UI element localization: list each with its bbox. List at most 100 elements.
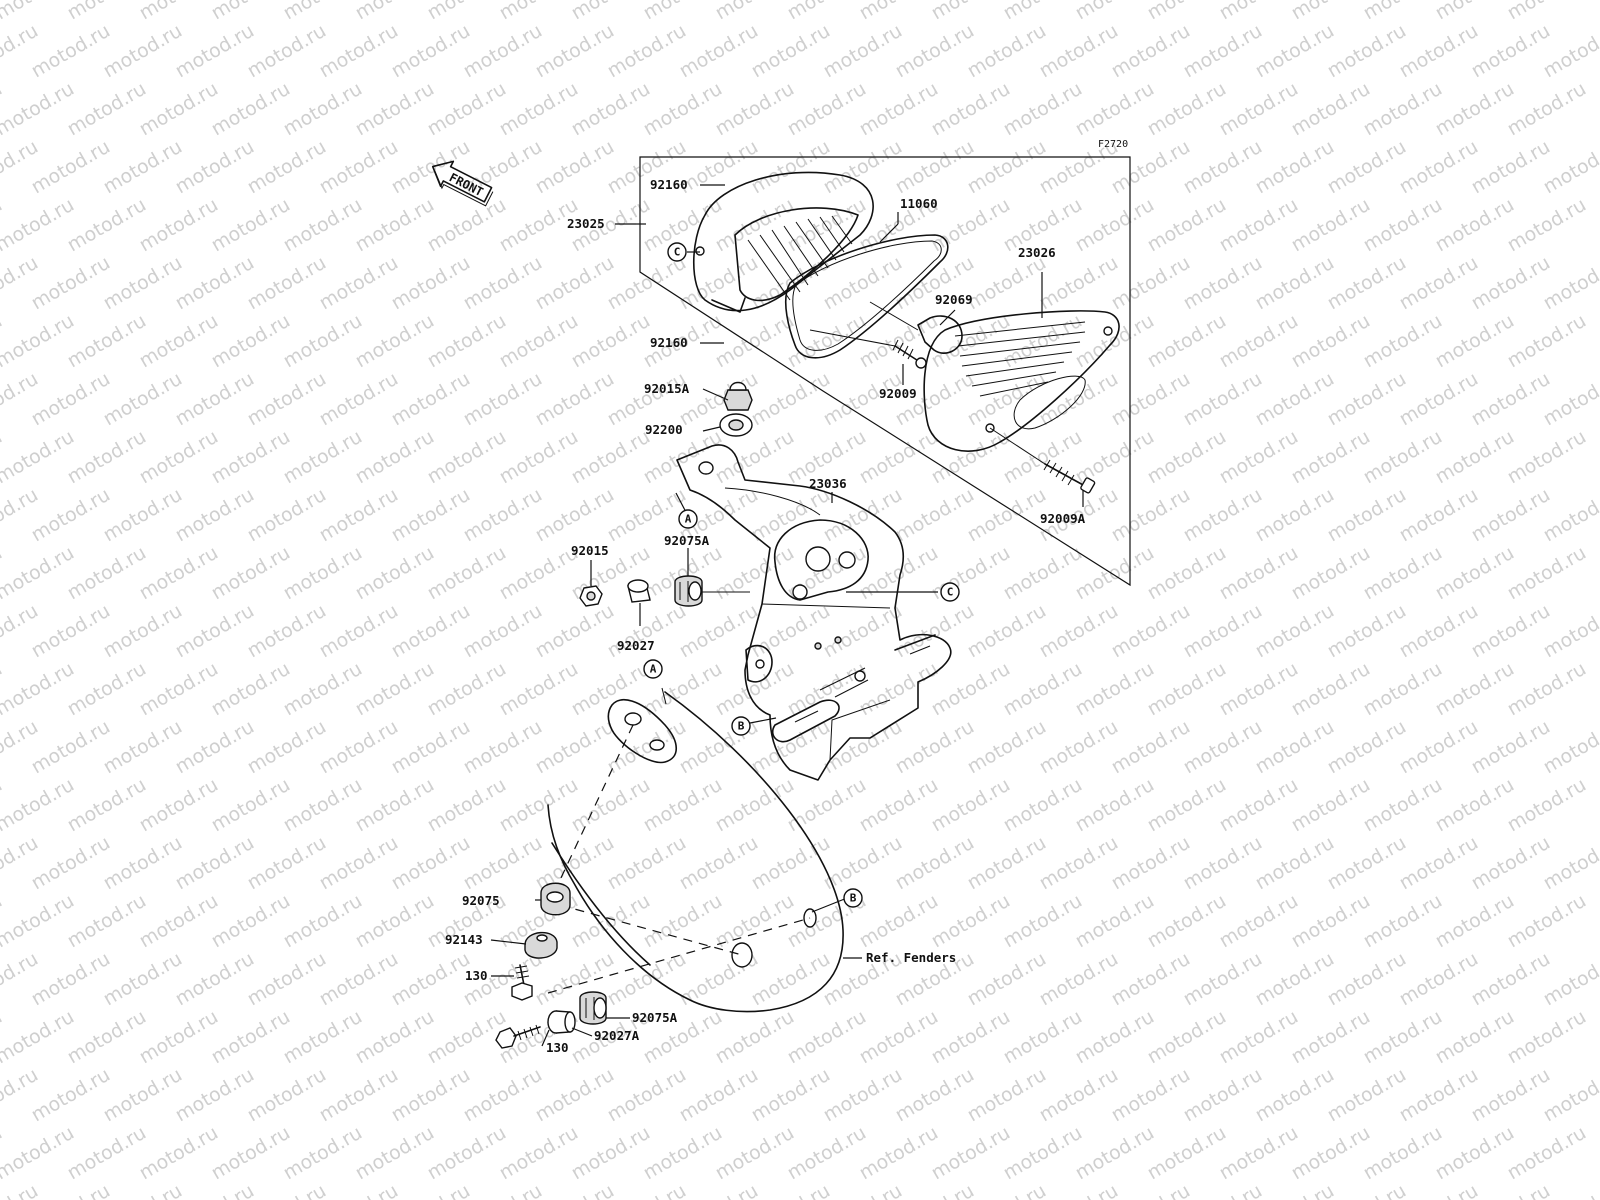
watermark-text: motod.ru bbox=[388, 832, 474, 895]
watermark-text: motod.ru bbox=[460, 716, 546, 779]
watermark-text: motod.ru bbox=[712, 542, 798, 605]
watermark-text: motod.ru bbox=[964, 832, 1050, 895]
watermark-text: motod.ru bbox=[1252, 484, 1338, 547]
watermark-text: motod.ru bbox=[1216, 890, 1302, 953]
watermark-text: motod.ru bbox=[1504, 1006, 1590, 1069]
watermark-text: motod.ru bbox=[1468, 252, 1554, 315]
watermark-text: motod.ru bbox=[1504, 658, 1590, 721]
watermark-text: motod.ru bbox=[172, 136, 258, 199]
watermark-text: motod.ru bbox=[388, 948, 474, 1011]
watermark-text: motod.ru bbox=[604, 948, 690, 1011]
watermark-text: motod.ru bbox=[1144, 890, 1230, 953]
watermark-text: motod.ru bbox=[172, 600, 258, 663]
watermark-text: motod.ru bbox=[316, 600, 402, 663]
watermark-text: motod.ru bbox=[172, 20, 258, 83]
watermark-text: motod.ru bbox=[1108, 484, 1194, 547]
watermark-text: motod.ru bbox=[100, 948, 186, 1011]
bolt-130-upper bbox=[511, 964, 533, 1001]
watermark-text: motod.ru bbox=[28, 136, 114, 199]
watermark-text: motod.ru bbox=[1468, 600, 1554, 663]
watermark-text: motod.ru bbox=[0, 1122, 78, 1185]
watermark-text: motod.ru bbox=[244, 136, 330, 199]
watermark-text: motod.ru bbox=[964, 716, 1050, 779]
watermark-text: motod.ru bbox=[1108, 368, 1194, 431]
watermark-text: motod.ru bbox=[748, 368, 834, 431]
watermark-text: motod.ru bbox=[964, 252, 1050, 315]
watermark-text: motod.ru bbox=[820, 716, 906, 779]
watermark-text: motod.ru bbox=[0, 890, 78, 953]
watermark-text: motod.ru bbox=[316, 716, 402, 779]
watermark-text: motod.ru bbox=[1144, 1122, 1230, 1185]
label-92160-top: 92160 bbox=[650, 177, 688, 192]
watermark-text: motod.ru bbox=[748, 832, 834, 895]
watermark-text: motod.ru bbox=[136, 890, 222, 953]
watermark-text: motod.ru bbox=[1540, 368, 1600, 431]
label-130-lower: 130 bbox=[546, 1040, 569, 1055]
watermark-text: motod.ru bbox=[460, 1064, 546, 1127]
watermark-text: motod.ru bbox=[1468, 1064, 1554, 1127]
watermark-text: motod.ru bbox=[820, 600, 906, 663]
watermark-text: motod.ru bbox=[1432, 542, 1518, 605]
watermark-text: motod.ru bbox=[1468, 136, 1554, 199]
watermark-text: motod.ru bbox=[424, 658, 510, 721]
ref-letter: A bbox=[650, 663, 657, 676]
watermark-text: motod.ru bbox=[856, 426, 942, 489]
watermark-text: motod.ru bbox=[136, 426, 222, 489]
watermark-text: motod.ru bbox=[1144, 1006, 1230, 1069]
watermark-text: motod.ru bbox=[1288, 426, 1374, 489]
watermark-text: motod.ru bbox=[1396, 20, 1482, 83]
watermark-text: motod.ru bbox=[280, 890, 366, 953]
watermark-text: motod.ru bbox=[1216, 1006, 1302, 1069]
ref-marker-c-bracket: C bbox=[940, 582, 960, 602]
watermark-text: motod.ru bbox=[1252, 368, 1338, 431]
watermark-text: motod.ru bbox=[784, 310, 870, 373]
watermark-text: motod.ru bbox=[100, 600, 186, 663]
watermark-text: motod.ru bbox=[1288, 658, 1374, 721]
watermark-text: motod.ru bbox=[1504, 774, 1590, 837]
acorn-nut bbox=[723, 381, 753, 411]
watermark-text: motod.ru bbox=[676, 832, 762, 895]
watermark-text: motod.ru bbox=[1540, 136, 1600, 199]
watermark-text: motod.ru bbox=[568, 310, 654, 373]
watermark-text: motod.ru bbox=[100, 1064, 186, 1127]
watermark-text: motod.ru bbox=[568, 78, 654, 141]
watermark-text: motod.ru bbox=[1504, 1122, 1590, 1185]
watermark-text: motod.ru bbox=[1360, 194, 1446, 257]
watermark-text: motod.ru bbox=[208, 1122, 294, 1185]
watermark-text: motod.ru bbox=[1468, 948, 1554, 1011]
watermark-text: motod.ru bbox=[892, 600, 978, 663]
watermark-text: motod.ru bbox=[244, 20, 330, 83]
watermark-text: motod.ru bbox=[1072, 658, 1158, 721]
collar-92027 bbox=[627, 579, 651, 603]
watermark-text: motod.ru bbox=[100, 20, 186, 83]
watermark-text: motod.ru bbox=[280, 310, 366, 373]
watermark-text: motod.ru bbox=[1324, 1064, 1410, 1127]
label-23026: 23026 bbox=[1018, 245, 1056, 260]
watermark-text: motod.ru bbox=[100, 252, 186, 315]
watermark-text: motod.ru bbox=[1432, 658, 1518, 721]
watermark-text: motod.ru bbox=[0, 310, 78, 373]
watermark-text: motod.ru bbox=[352, 1006, 438, 1069]
watermark-text: motod.ru bbox=[748, 716, 834, 779]
watermark-text: motod.ru bbox=[892, 484, 978, 547]
watermark-text: motod.ru bbox=[964, 1064, 1050, 1127]
grommet-92075 bbox=[540, 882, 571, 916]
watermark-text: motod.ru bbox=[712, 78, 798, 141]
watermark-text: motod.ru bbox=[1324, 252, 1410, 315]
ref-marker-a-bracket: A bbox=[678, 509, 698, 529]
watermark-text: motod.ru bbox=[136, 658, 222, 721]
watermark-text: motod.ru bbox=[1000, 1006, 1086, 1069]
watermark-text: motod.ru bbox=[820, 252, 906, 315]
watermark-text: motod.ru bbox=[856, 542, 942, 605]
watermark-text: motod.ru bbox=[532, 252, 618, 315]
label-92160-bottom: 92160 bbox=[650, 335, 688, 350]
watermark-text: motod.ru bbox=[1180, 136, 1266, 199]
watermark-text: motod.ru bbox=[1360, 310, 1446, 373]
watermark-text: motod.ru bbox=[496, 774, 582, 837]
watermark-text: motod.ru bbox=[352, 890, 438, 953]
watermark-text: motod.ru bbox=[136, 194, 222, 257]
watermark-text: motod.ru bbox=[532, 20, 618, 83]
watermark-text: motod.ru bbox=[1216, 774, 1302, 837]
watermark-text: motod.ru bbox=[532, 600, 618, 663]
